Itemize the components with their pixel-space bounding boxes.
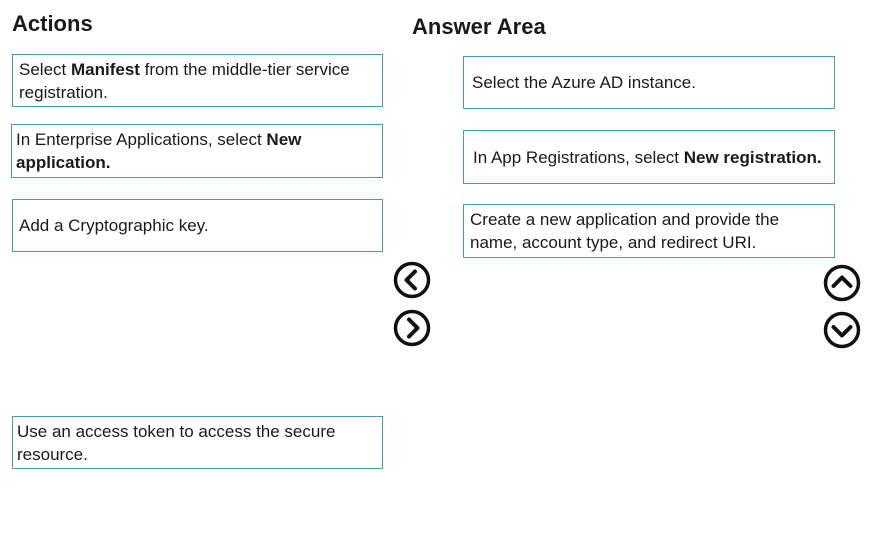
chevron-right-circle-icon <box>393 309 431 347</box>
action-item-cryptographic-key[interactable]: Add a Cryptographic key. <box>12 199 383 252</box>
action-item-label: Select Manifest from the middle-tier ser… <box>19 59 350 102</box>
answer-item-label: Select the Azure AD instance. <box>472 73 696 92</box>
action-item-select-manifest[interactable]: Select Manifest from the middle-tier ser… <box>12 54 383 107</box>
answer-item-new-registration[interactable]: In App Registrations, select New registr… <box>463 130 835 184</box>
chevron-left-circle-icon <box>393 261 431 299</box>
actions-heading: Actions <box>12 11 93 36</box>
answer-area-heading: Answer Area <box>412 14 546 39</box>
move-down-button[interactable] <box>823 311 861 349</box>
answer-item-create-application[interactable]: Create a new application and provide the… <box>463 204 835 258</box>
action-item-label: Add a Cryptographic key. <box>19 216 209 235</box>
answer-item-label: In App Registrations, select New registr… <box>473 147 822 167</box>
action-item-new-application[interactable]: In Enterprise Applications, select New a… <box>11 124 383 178</box>
move-left-button[interactable] <box>393 261 431 299</box>
chevron-down-circle-icon <box>823 311 861 349</box>
action-item-access-token[interactable]: Use an access token to access the secure… <box>12 416 383 469</box>
move-up-button[interactable] <box>823 264 861 302</box>
answer-item-label: Create a new application and provide the… <box>470 210 780 252</box>
action-item-label: In Enterprise Applications, select New a… <box>16 130 302 172</box>
answer-item-select-azure-ad[interactable]: Select the Azure AD instance. <box>463 56 835 109</box>
action-item-label: Use an access token to access the secure… <box>17 421 336 464</box>
move-right-button[interactable] <box>393 309 431 347</box>
chevron-up-circle-icon <box>823 264 861 302</box>
